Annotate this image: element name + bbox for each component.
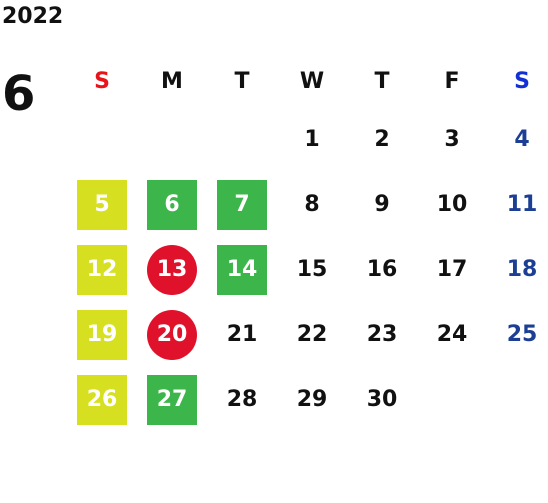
day-number: 5 [77, 179, 127, 230]
weekday-header: S [514, 68, 530, 94]
day-number: 8 [304, 191, 320, 217]
day-number: 7 [217, 179, 267, 230]
day-cell: 10 [417, 172, 487, 237]
day-number: 2 [374, 126, 390, 152]
day-number: 9 [374, 191, 390, 217]
day-number: 22 [296, 321, 328, 347]
day-cell: 1 [277, 107, 347, 172]
day-cell: 18 [487, 237, 548, 302]
day-cell: 30 [347, 367, 417, 432]
day-cell: 28 [207, 367, 277, 432]
day-cell: 11 [487, 172, 548, 237]
weekday-header: T [374, 68, 390, 94]
day-number: 3 [444, 126, 460, 152]
day-number: 11 [506, 191, 538, 217]
day-cell: 6 [137, 172, 207, 237]
day-number: 28 [226, 386, 258, 412]
day-cell: 19 [67, 302, 137, 367]
empty-cell [67, 107, 137, 172]
day-number: 30 [366, 386, 398, 412]
day-number: 29 [296, 386, 328, 412]
day-number: 18 [506, 256, 538, 282]
empty-cell [487, 367, 548, 432]
day-cell: 15 [277, 237, 347, 302]
day-number: 26 [77, 374, 127, 425]
weekday-header: W [299, 68, 325, 94]
day-number: 17 [436, 256, 468, 282]
day-cell: 20 [137, 302, 207, 367]
day-cell: 7 [207, 172, 277, 237]
day-cell: 26 [67, 367, 137, 432]
day-number: 25 [506, 321, 538, 347]
empty-cell [207, 107, 277, 172]
day-cell: 27 [137, 367, 207, 432]
day-cell: 14 [207, 237, 277, 302]
day-number: 10 [436, 191, 468, 217]
day-number: 6 [147, 179, 197, 230]
day-cell: 13 [137, 237, 207, 302]
day-number: 20 [147, 309, 197, 360]
day-cell: 9 [347, 172, 417, 237]
day-cell: 22 [277, 302, 347, 367]
day-cell: 12 [67, 237, 137, 302]
day-number: 21 [226, 321, 258, 347]
empty-cell [137, 107, 207, 172]
empty-cell [417, 367, 487, 432]
day-number: 16 [366, 256, 398, 282]
day-cell: 21 [207, 302, 277, 367]
day-number: 13 [147, 244, 197, 295]
year-label: 2022 [2, 4, 64, 29]
day-number: 1 [304, 126, 320, 152]
day-cell: 29 [277, 367, 347, 432]
day-cell: 4 [487, 107, 548, 172]
day-number: 14 [217, 244, 267, 295]
day-cell: 16 [347, 237, 417, 302]
day-number: 15 [296, 256, 328, 282]
day-number: 24 [436, 321, 468, 347]
day-cell: 8 [277, 172, 347, 237]
day-number: 4 [514, 126, 530, 152]
day-cell: 25 [487, 302, 548, 367]
day-cell: 23 [347, 302, 417, 367]
month-label: 6 [2, 66, 36, 122]
weekday-header: F [444, 68, 460, 94]
day-cell: 17 [417, 237, 487, 302]
day-number: 19 [77, 309, 127, 360]
day-cell: 2 [347, 107, 417, 172]
day-number: 27 [147, 374, 197, 425]
weekday-header: S [94, 68, 110, 94]
weekday-header: T [234, 68, 250, 94]
day-cell: 24 [417, 302, 487, 367]
day-cell: 3 [417, 107, 487, 172]
day-number: 12 [77, 244, 127, 295]
day-number: 23 [366, 321, 398, 347]
day-cell: 5 [67, 172, 137, 237]
weekday-header: M [161, 68, 183, 94]
